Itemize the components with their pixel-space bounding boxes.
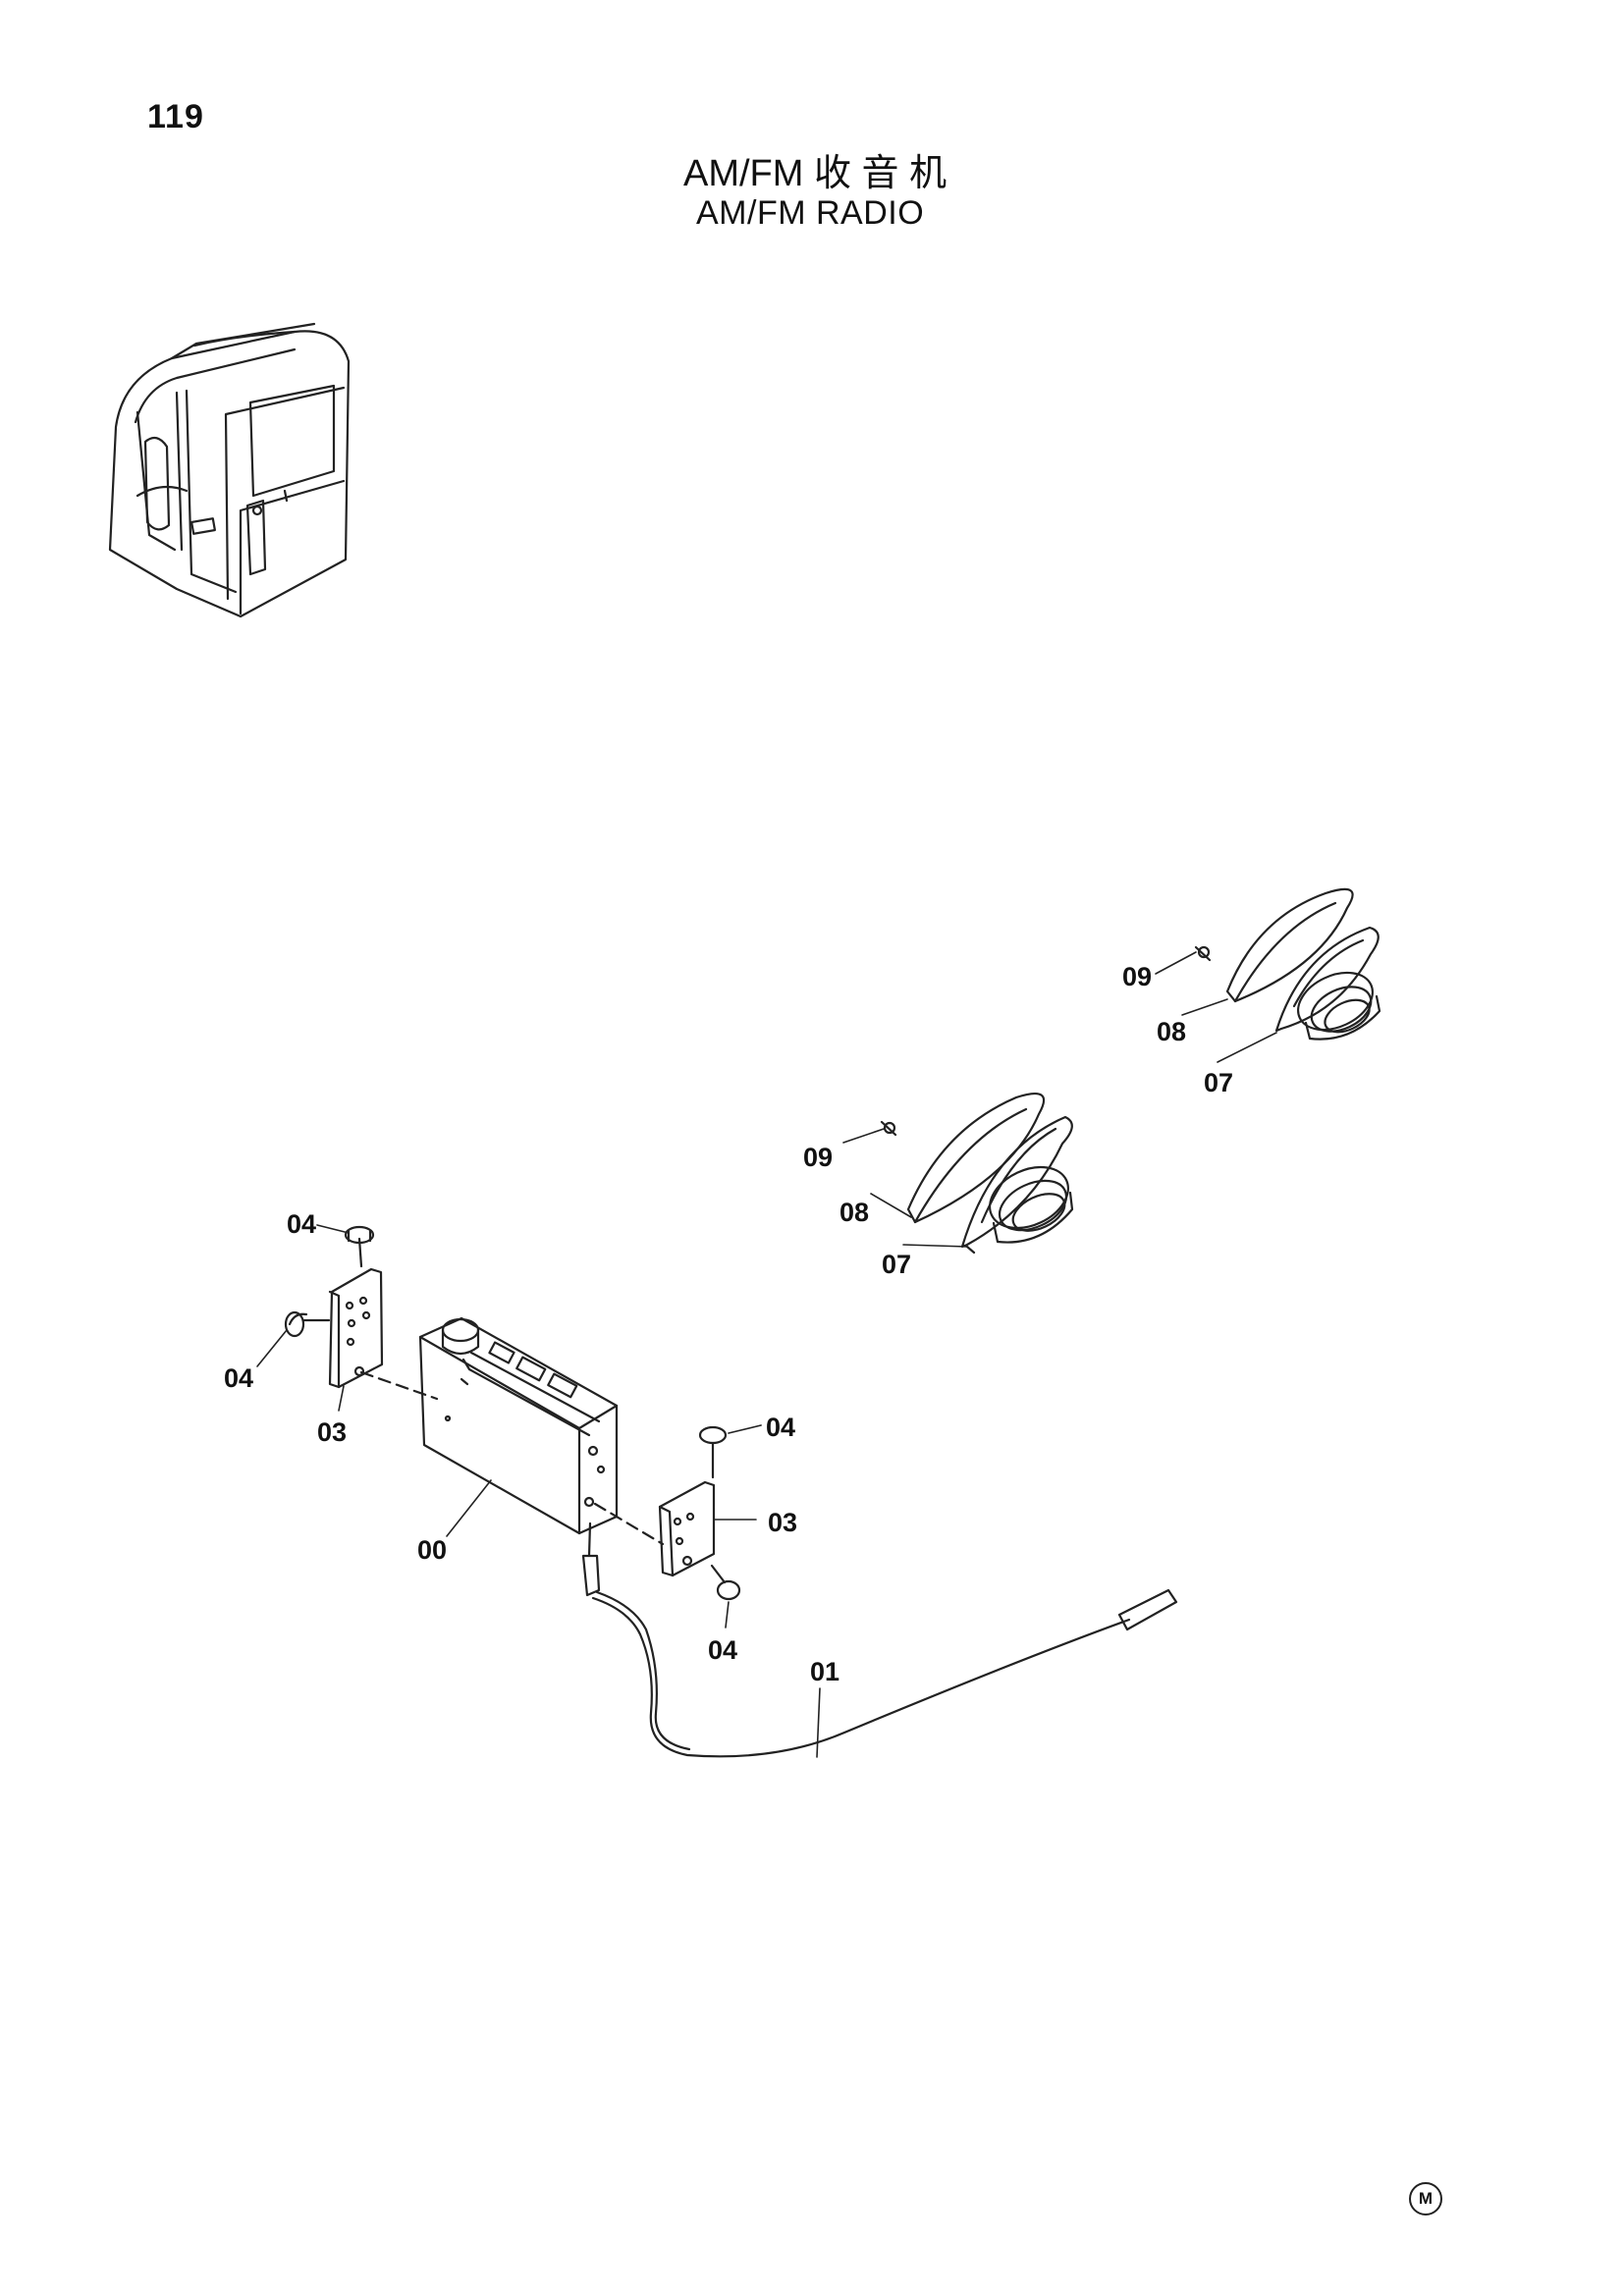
callout-03-right: 03 — [768, 1508, 797, 1537]
callout-03-left: 03 — [317, 1417, 347, 1447]
callout-01: 01 — [810, 1657, 839, 1686]
callout-04-left: 04 — [224, 1363, 253, 1393]
callout-04-bottom: 04 — [708, 1635, 737, 1665]
right-bracket — [593, 1425, 741, 1601]
callout-09-lower: 09 — [803, 1143, 833, 1172]
callout-08-lower: 08 — [839, 1198, 869, 1227]
callout-00: 00 — [417, 1535, 447, 1565]
callout-07-upper: 07 — [1204, 1068, 1233, 1097]
callout-09-upper: 09 — [1122, 962, 1152, 991]
leader-lines — [256, 951, 1277, 1758]
footer-circled-mark: M — [1409, 2182, 1442, 2216]
radio-unit — [418, 1316, 619, 1535]
callout-08-upper: 08 — [1157, 1017, 1186, 1046]
callout-07-lower: 07 — [882, 1250, 911, 1279]
title-english: AM/FM RADIO — [696, 194, 925, 232]
antenna-cable — [581, 1522, 1178, 1758]
callout-04-right: 04 — [766, 1413, 795, 1442]
page-number: 119 — [147, 98, 204, 135]
excavator-cab-icon — [108, 322, 351, 618]
left-bracket — [284, 1225, 439, 1401]
callout-04-top-left: 04 — [287, 1209, 316, 1239]
speaker-assembly-1 — [880, 1093, 1074, 1255]
speaker-assembly-2 — [1194, 887, 1381, 1041]
